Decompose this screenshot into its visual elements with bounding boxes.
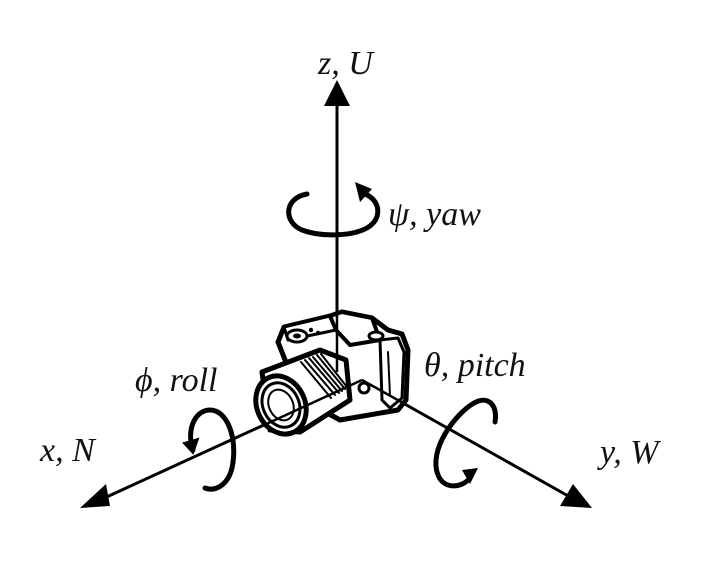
z-axis-arrowhead	[324, 80, 350, 106]
z-axis-label: z, U	[317, 45, 375, 82]
roll-label: ϕ, roll	[135, 362, 217, 399]
x-axis-arrowhead	[80, 484, 110, 508]
x-axis-label: x, N	[39, 432, 97, 469]
pitch-rotation-icon	[433, 397, 499, 489]
y-axis-label: y, W	[597, 434, 661, 471]
y-axis-arrowhead	[560, 484, 592, 508]
roll-rotation-icon	[182, 407, 237, 492]
yaw-rotation-icon	[286, 182, 381, 238]
camera-icon	[253, 309, 411, 437]
pitch-label: θ, pitch	[424, 347, 526, 384]
yaw-label: ψ, yaw	[388, 196, 481, 233]
